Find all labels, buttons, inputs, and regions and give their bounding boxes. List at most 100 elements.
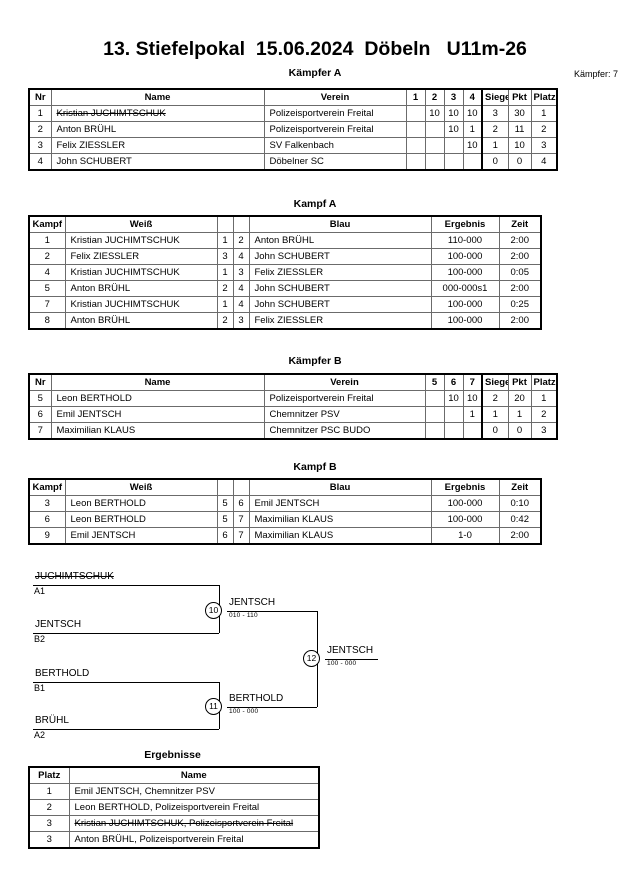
bracket-entrant-name-3: BERTHOLD [35,668,90,679]
bracket-entrant-seed-4: A2 [34,730,46,740]
cell-pkt: 0 [507,422,532,440]
cell-nr: 4 [28,153,52,171]
pool-a-heading: Kämpfer A [288,67,342,79]
cell-verein: Chemnitzer PSC BUDO [263,422,426,440]
cell-kampf: 8 [28,312,66,330]
cell-opponent-2 [424,137,445,154]
cell-name: Anton BRÜHL [50,121,265,138]
cell-name: Maximilian KLAUS [50,422,265,440]
col-weiss-nr [216,478,234,496]
cell-opponent-1 [405,105,426,122]
cell-kampf: 3 [28,495,66,512]
col-blau: Blau [248,215,432,233]
cell-ergebnis: 100-000 [430,248,500,265]
bracket-line-entrant-3 [33,682,219,683]
col-opp-3: 3 [443,88,464,106]
cell-nr: 3 [28,137,52,154]
cell-platz: 3 [28,815,70,832]
cell-siege: 2 [481,121,509,138]
col-weiss: Weiß [64,215,218,233]
cell-blau: John SCHUBERT [248,280,432,297]
cell-ergebnis: 110-000 [430,232,500,249]
cell-weiss: Anton BRÜHL [64,312,218,330]
col-nr: Nr [28,88,52,106]
cell-opponent-2: 10 [424,105,445,122]
bracket-winner-match-10: JENTSCH [229,597,276,608]
cell-platz: 1 [530,390,558,407]
bracket-match-number-12: 12 [303,650,320,667]
cell-platz: 3 [530,137,558,154]
cell-ergebnis: 100-000 [430,296,500,313]
col-opp-4: 4 [462,88,483,106]
cell-weiss-nr: 1 [216,232,234,249]
bracket-score-match-12: 100 - 000 [327,660,357,667]
cell-verein: Chemnitzer PSV [263,406,426,423]
cell-platz: 3 [28,831,70,849]
cell-name: Leon BERTHOLD [50,390,265,407]
cell-name: John SCHUBERT [50,153,265,171]
cell-weiss: Kristian JUCHIMTSCHUK [64,232,218,249]
cell-weiss-nr: 1 [216,296,234,313]
kampf-b-heading: Kampf B [293,461,337,473]
kampf-a-heading: Kampf A [293,198,337,210]
cell-siege: 1 [481,137,509,154]
cell-opponent-5 [424,422,445,440]
table-header-row: Kampf Weiß Blau Ergebnis Zeit [28,215,542,233]
cell-opponent-6 [443,422,464,440]
bracket-line-entrant-4 [33,729,219,730]
cell-weiss-nr: 5 [216,511,234,528]
col-pkt: Pkt [507,373,532,391]
col-verein: Verein [263,373,426,391]
cell-nr: 6 [28,406,52,423]
cell-weiss-nr: 2 [216,312,234,330]
cell-blau: John SCHUBERT [248,248,432,265]
cell-name: Kristian JUCHIMTSCHUK [50,105,265,122]
bracket-line-entrant-1 [33,585,219,586]
pool-a-table: Nr Name Verein 1 2 3 4 Siege Pkt Platz 1… [28,88,558,171]
results-heading: Ergebnisse [144,749,201,761]
col-ergebnis: Ergebnis [430,478,500,496]
cell-weiss: Emil JENTSCH [64,527,218,545]
cell-blau: Anton BRÜHL [248,232,432,249]
bracket-line-match-12 [325,659,378,660]
col-zeit: Zeit [498,478,542,496]
fighter-count-label: Kämpfer: 7 [573,69,618,79]
cell-name: Felix ZIESSLER [50,137,265,154]
cell-blau-nr: 6 [232,495,250,512]
cell-pkt: 30 [507,105,532,122]
cell-opponent-1 [405,153,426,171]
col-zeit: Zeit [498,215,542,233]
bracket-entrant-seed-1: A1 [34,586,46,596]
bracket-score-match-11: 100 - 000 [229,708,259,715]
cell-verein: Polizeisportverein Freital [263,121,407,138]
col-opp-5: 5 [424,373,445,391]
cell-kampf: 6 [28,511,66,528]
bracket-entrant-name-1: JUCHIMTSCHUK [35,571,114,582]
cell-zeit: 2:00 [498,527,542,545]
cell-opponent-3 [443,153,464,171]
cell-kampf: 4 [28,264,66,281]
cell-blau-nr: 3 [232,264,250,281]
cell-pkt: 11 [507,121,532,138]
cell-siege: 2 [481,390,509,407]
bracket-match-number-10: 10 [205,602,222,619]
cell-blau-nr: 7 [232,527,250,545]
cell-opponent-6 [443,406,464,423]
col-opp-2: 2 [424,88,445,106]
col-verein: Verein [263,88,407,106]
cell-opponent-5 [424,406,445,423]
cell-ergebnis: 100-000 [430,312,500,330]
table-header-row: Nr Name Verein 1 2 3 4 Siege Pkt Platz [28,88,558,106]
bracket-line-match-11 [227,707,317,708]
